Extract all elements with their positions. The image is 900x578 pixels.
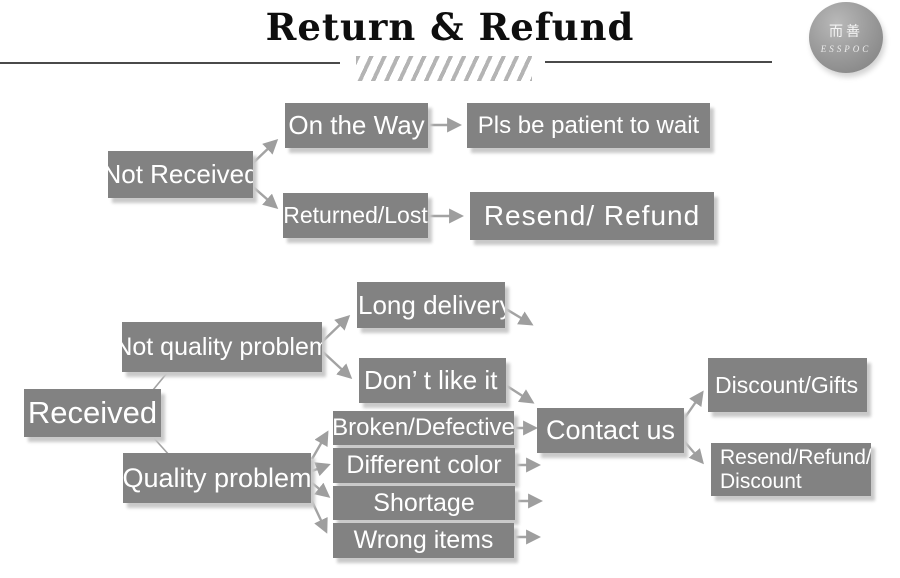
- page-title: Return & Refund: [265, 5, 635, 49]
- node-line-1: Resend/Refund/: [720, 445, 871, 469]
- arrow-dont-like-it-to-contact-us: [506, 384, 535, 404]
- arrow-contact-us-to-resend-refund-discount: [683, 440, 704, 465]
- arrow-long-delivery-to-contact-us: [505, 307, 534, 326]
- brand-logo-en-text: ESSPOC: [820, 44, 872, 54]
- arrow-quality-to-different-color: [311, 462, 331, 477]
- node-not-received: Not Received: [108, 151, 253, 198]
- arrow-not-quality-to-long-delivery: [322, 314, 351, 342]
- arrow-not-received-to-returned-lost: [251, 185, 279, 209]
- title-rule-right: [545, 61, 772, 63]
- node-different-color: Different color: [333, 448, 515, 483]
- arrow-quality-to-broken-defective: [310, 430, 329, 460]
- node-not-quality-problem: Not quality problem: [122, 322, 322, 372]
- arrow-contact-us-to-discount-gifts: [683, 390, 704, 420]
- line-received-to-not-quality-problem: [152, 372, 168, 391]
- node-returned-lost: Returned/Lost: [283, 193, 428, 238]
- node-pls-be-patient: Pls be patient to wait: [467, 103, 710, 148]
- node-quality-problem: Quality problem: [123, 453, 311, 503]
- brand-logo: 而善 ESSPOC: [809, 2, 883, 73]
- node-shortage: Shortage: [333, 486, 515, 520]
- node-resend-refund-discount: Resend/Refund/ Discount: [711, 443, 871, 496]
- node-line-2: Discount: [720, 469, 802, 493]
- line-received-to-quality-problem: [151, 435, 171, 457]
- node-dont-like-it: Don’ t like it: [359, 358, 506, 403]
- node-received: Received: [24, 389, 161, 437]
- arrow-not-quality-to-dont-like-it: [322, 351, 353, 380]
- node-on-the-way: On the Way: [285, 103, 428, 148]
- arrow-not-received-to-on-the-way: [251, 138, 279, 165]
- arrow-quality-to-wrong-items: [308, 496, 328, 534]
- node-contact-us: Contact us: [537, 408, 684, 453]
- node-wrong-items: Wrong items: [333, 523, 514, 558]
- title-rule-left: [0, 62, 340, 64]
- node-discount-gifts: Discount/Gifts: [708, 358, 867, 412]
- arrow-quality-to-shortage: [311, 482, 331, 498]
- node-resend-refund: Resend/ Refund: [470, 192, 714, 240]
- node-broken-defective: Broken/Defective: [333, 411, 514, 445]
- node-long-delivery: Long delivery: [357, 282, 505, 328]
- brand-logo-cn-text: 而善: [829, 23, 863, 39]
- title-hatch-decoration: [356, 56, 532, 81]
